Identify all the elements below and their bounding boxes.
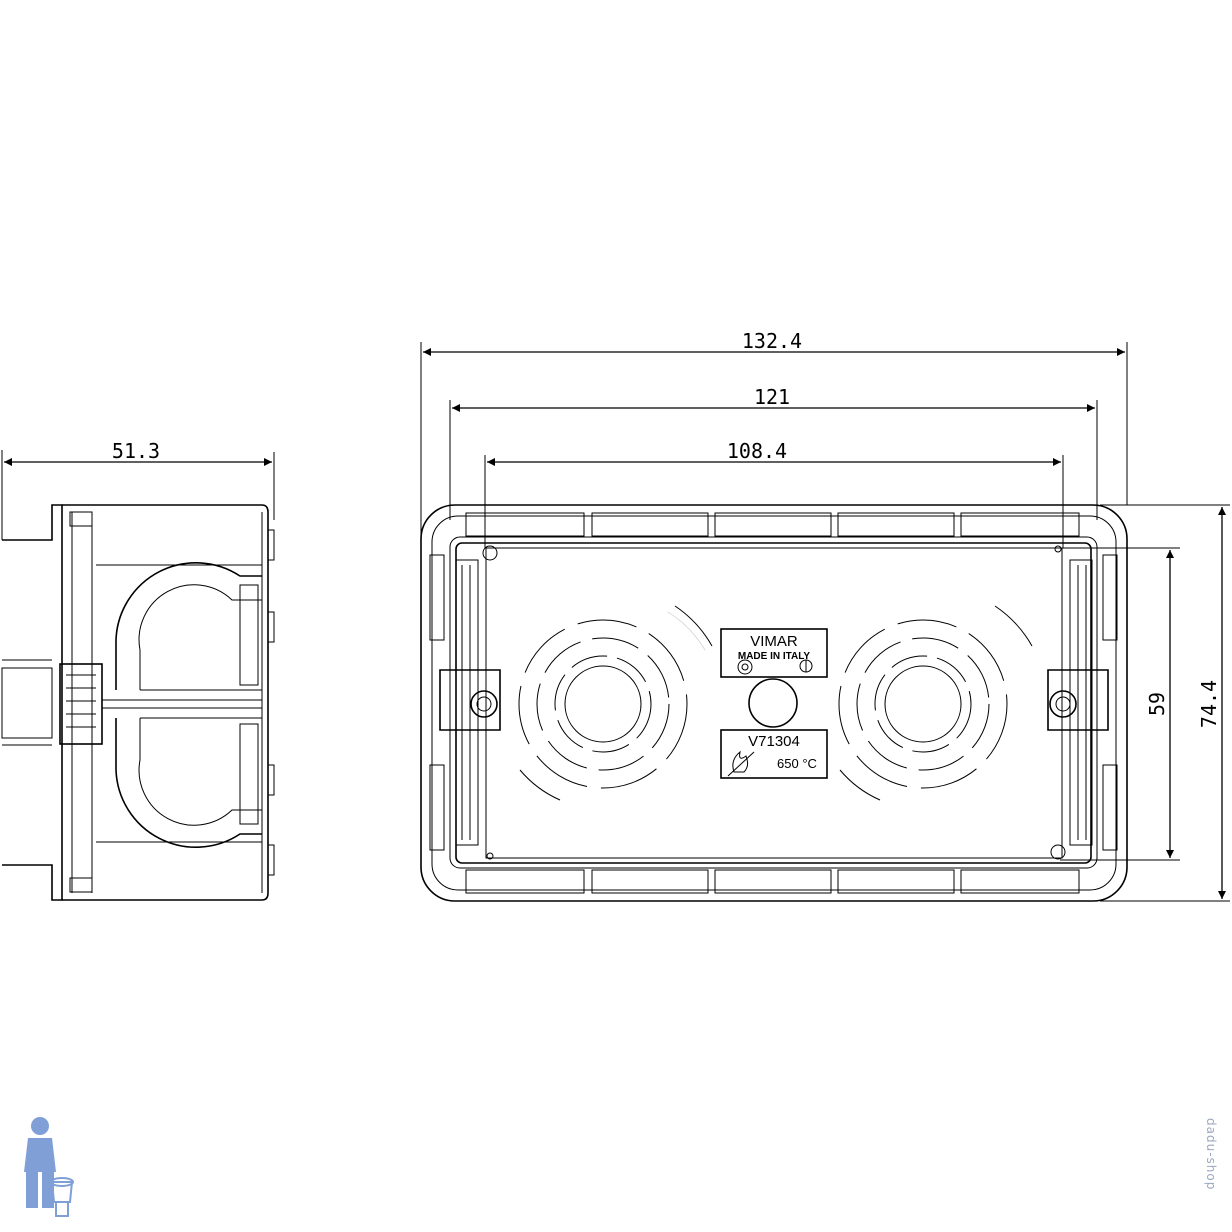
- depth-dimension-label: 51.3: [112, 439, 160, 463]
- certification-mark-icon: [799, 659, 813, 673]
- flame-test-icon: [727, 750, 755, 777]
- side-body: [62, 504, 269, 901]
- side-knockout-lower-outer: [115, 718, 262, 848]
- width-inner-dimension-label: 108.4: [727, 439, 787, 463]
- mascot-icon: [24, 1117, 74, 1217]
- right-mount-rail: [1047, 545, 1109, 860]
- brand-text: VIMAR: [750, 633, 798, 650]
- imq-mark-icon: [737, 659, 753, 675]
- side-flange: [2, 504, 63, 901]
- left-knockout: [518, 605, 713, 801]
- box-inner-wall: [455, 542, 1092, 864]
- left-mount-rail: [439, 545, 501, 860]
- right-knockout: [838, 605, 1033, 801]
- temperature-text: 650 °C: [777, 756, 817, 771]
- right-screw-icon: [1049, 690, 1077, 718]
- side-view: 51.3: [1, 439, 275, 901]
- watermark-text: dadu-shop: [1204, 1118, 1218, 1191]
- width-mid-dimension-label: 121: [754, 385, 790, 409]
- bottom-ribs: [465, 869, 1080, 894]
- top-ribs: [465, 512, 1080, 537]
- box-outer-frame: [420, 504, 1128, 902]
- watermark: dadu-shop: [1192, 1118, 1232, 1228]
- model-text: V71304: [748, 733, 800, 750]
- center-hole: [748, 678, 798, 728]
- side-knockout-upper-outer: [115, 562, 262, 690]
- brand-label-plate: [720, 628, 828, 678]
- left-ribs: [429, 554, 1118, 851]
- left-screw-icon: [470, 690, 498, 718]
- width-outer-dimension-label: 132.4: [742, 329, 802, 353]
- model-label-plate: [720, 729, 828, 779]
- front-view: 132.4 121 108.4 59 74.4: [420, 329, 1230, 902]
- height-outer-dimension-label: 74.4: [1197, 680, 1221, 728]
- height-inner-dimension-label: 59: [1145, 692, 1169, 716]
- origin-text: MADE IN ITALY: [738, 651, 811, 662]
- side-mount-slider: [59, 663, 103, 745]
